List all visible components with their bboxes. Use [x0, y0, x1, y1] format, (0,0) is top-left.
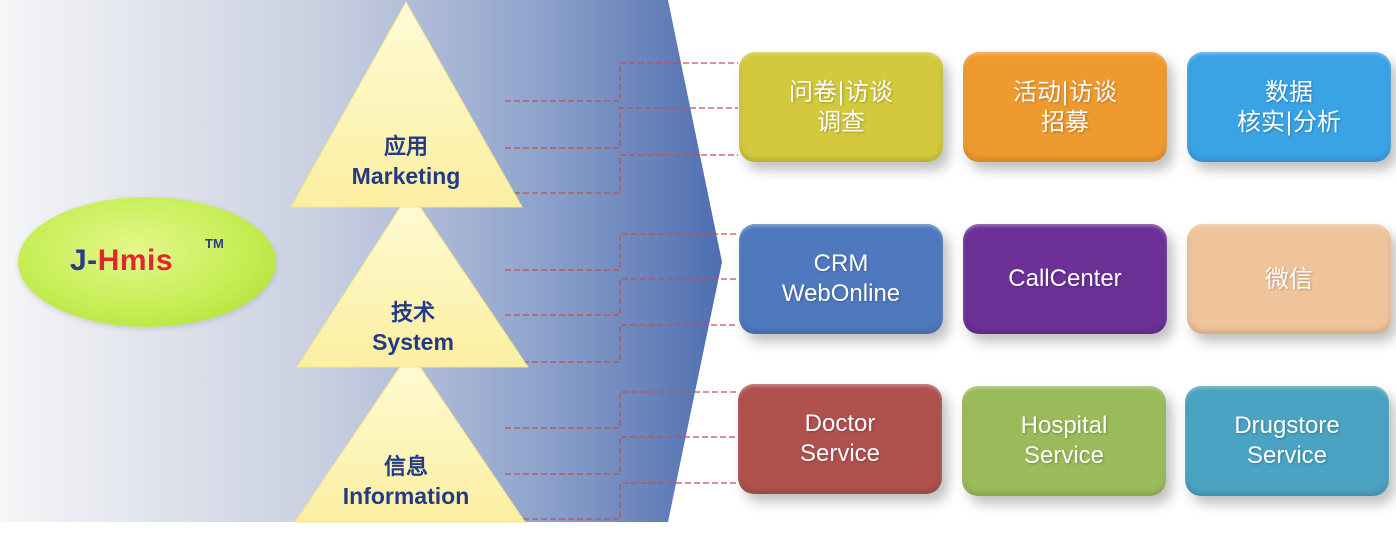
- tier-label-system: 技术 System: [338, 300, 488, 356]
- tier-triangle-system: [296, 191, 529, 368]
- tile-line1: Doctor: [804, 410, 876, 437]
- tile-doctor-service: Doctor Service: [738, 384, 942, 494]
- tier-label-zh: 信息: [383, 455, 428, 480]
- tile-line2: 调查: [817, 108, 865, 136]
- tile-line2: Service: [1246, 442, 1328, 469]
- tier-label-zh: 应用: [383, 135, 428, 160]
- tile-line2: Service: [1023, 442, 1105, 469]
- tile-line1: CRM: [813, 250, 869, 277]
- tile-line1: CallCenter: [1008, 265, 1122, 292]
- logo-prefix: J-: [70, 244, 98, 277]
- tile-hospital-service: Hospital Service: [962, 386, 1166, 496]
- tile-callcenter: CallCenter: [963, 224, 1167, 334]
- pyramid-tiers: [290, 0, 529, 523]
- tier-label-en: Information: [342, 483, 470, 509]
- tier-triangle-marketing: [290, 0, 523, 208]
- tile-line1: 数据: [1265, 78, 1313, 106]
- tier-label-information: 信息 Information: [326, 454, 486, 510]
- tile-survey-interview: 问卷|访谈 调查: [739, 52, 943, 162]
- tile-line1: 问卷|访谈: [788, 78, 894, 106]
- tile-line2: WebOnline: [781, 280, 901, 307]
- tile-line1: Drugstore: [1234, 412, 1340, 439]
- tile-event-recruit: 活动|访谈 招募: [963, 52, 1167, 162]
- tile-crm-webonline: CRM WebOnline: [739, 224, 943, 334]
- tile-line2: Service: [799, 440, 881, 467]
- tier-triangle-information: [294, 351, 526, 523]
- tile-line2: 核实|分析: [1236, 108, 1342, 136]
- tier-label-zh: 技术: [390, 301, 435, 326]
- connector-lines: [505, 62, 738, 520]
- tile-data-analysis: 数据 核实|分析: [1187, 52, 1391, 162]
- logo-main: Hmis: [97, 244, 174, 277]
- tile-line1: Hospital: [1020, 412, 1108, 439]
- tier-label-en: Marketing: [351, 163, 461, 189]
- tile-line1: 活动|访谈: [1012, 78, 1118, 106]
- gradient-arrow-panel: [0, 0, 722, 522]
- tile-wechat: 微信: [1187, 224, 1391, 334]
- logo-text: J-Hmis: [70, 244, 173, 278]
- tile-drugstore-service: Drugstore Service: [1185, 386, 1389, 496]
- logo-ellipse: [18, 197, 276, 327]
- tier-label-en: System: [372, 329, 454, 355]
- tile-line1: 微信: [1265, 265, 1313, 293]
- logo-trademark: TM: [205, 236, 224, 251]
- tier-label-marketing: 应用 Marketing: [331, 134, 481, 190]
- tile-line2: 招募: [1041, 108, 1089, 136]
